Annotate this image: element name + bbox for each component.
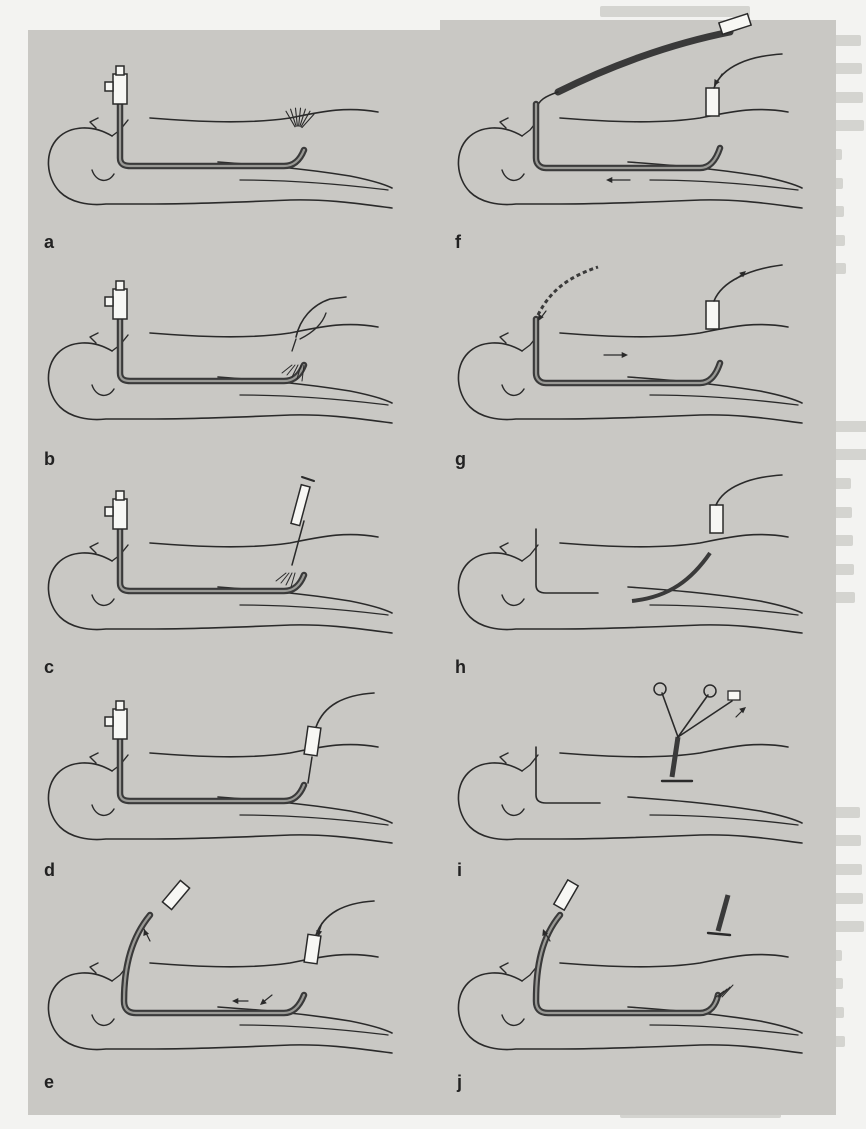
panel-letter-f: f xyxy=(455,232,461,253)
connector-cap xyxy=(116,66,124,75)
port-housing xyxy=(710,505,723,533)
connector-valve xyxy=(105,297,113,306)
panel-letter-h: h xyxy=(455,657,466,678)
clamp-tip xyxy=(728,691,740,700)
panel-letter-e: e xyxy=(44,1072,54,1093)
panel-letter-a: a xyxy=(44,232,54,253)
panel-letter-b: b xyxy=(44,449,55,470)
panel-letter-i: i xyxy=(457,860,462,881)
panel-background-left xyxy=(28,30,440,1115)
connector-valve xyxy=(105,717,113,726)
connector-body xyxy=(113,499,127,529)
connector-body xyxy=(113,74,127,104)
connector-cap xyxy=(116,701,124,710)
port-housing xyxy=(706,88,719,116)
connector-cap xyxy=(116,491,124,500)
panel-letter-j: j xyxy=(457,1072,462,1093)
panel-letter-d: d xyxy=(44,860,55,881)
connector-valve xyxy=(105,82,113,91)
panel-background-right xyxy=(440,20,836,1115)
connector-body xyxy=(113,709,127,739)
connector-cap xyxy=(116,281,124,290)
connector-body xyxy=(113,289,127,319)
connector-valve xyxy=(105,507,113,516)
panel-letter-c: c xyxy=(44,657,54,678)
port-housing xyxy=(706,301,719,329)
panel-letter-g: g xyxy=(455,449,466,470)
